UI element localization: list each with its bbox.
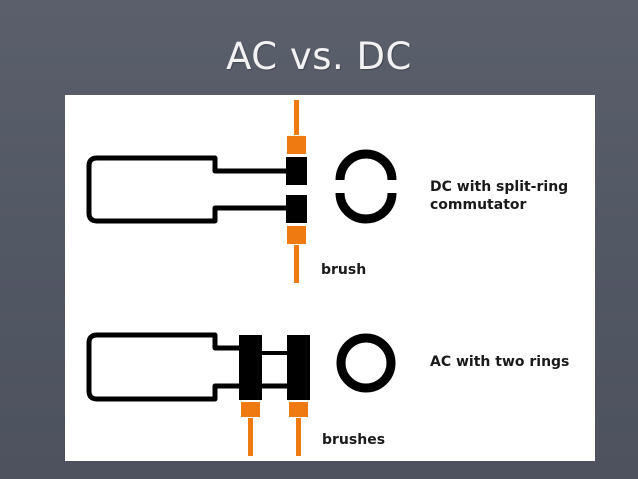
generator-diagram xyxy=(86,100,397,456)
diagram-panel: DC with split-ring commutator brush AC w… xyxy=(65,95,595,461)
dc-label: DC with split-ring commutator xyxy=(430,178,568,214)
ac-label: AC with two rings xyxy=(430,354,570,370)
brushes-label: brushes xyxy=(322,432,386,448)
dc-commutator-segment-bottom xyxy=(286,195,307,223)
ac-slip-ring-contact-right xyxy=(287,335,310,400)
dc-label-line2: commutator xyxy=(430,197,527,213)
ac-ring xyxy=(336,333,396,393)
ac-brush-left xyxy=(241,402,260,456)
dc-brush-top xyxy=(287,100,306,154)
slide-title: AC vs. DC xyxy=(226,35,412,78)
dc-coil-loop xyxy=(86,155,289,224)
ac-brush-right xyxy=(289,402,308,456)
split-ring-commutator xyxy=(335,149,397,224)
brush-label: brush xyxy=(321,262,367,278)
dc-brush-bottom xyxy=(287,226,306,283)
dc-commutator-segment-top xyxy=(286,157,307,185)
ac-coil-loop xyxy=(86,332,287,402)
ac-slip-ring-contact-left xyxy=(239,335,262,400)
dc-label-line1: DC with split-ring xyxy=(430,179,569,195)
